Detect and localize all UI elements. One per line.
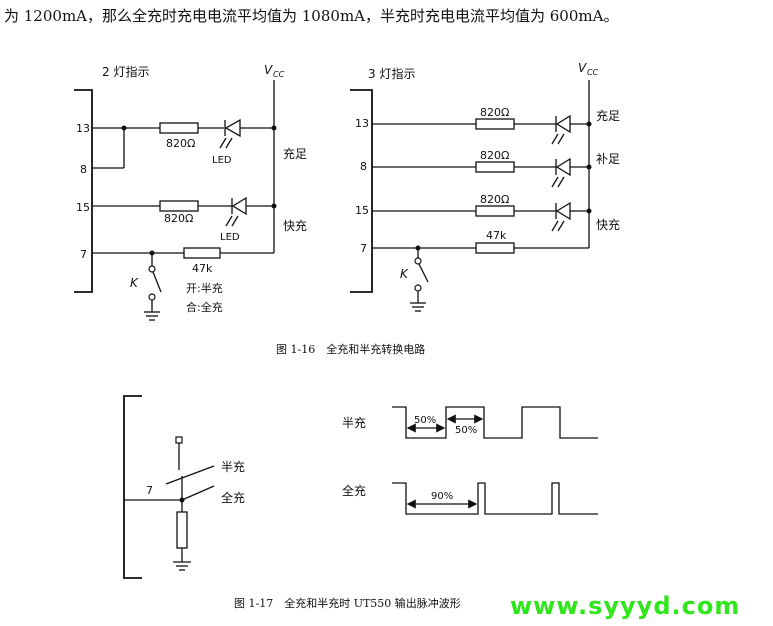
wave-pct-b: 50% (455, 425, 477, 436)
left-r1-label: 820Ω (166, 137, 195, 150)
fig16-left-circuit: 2 灯指示 V CC 13 8 15 7 820Ω (74, 63, 307, 321)
left-pin-15: 15 (76, 201, 90, 214)
right-full-label: 充足 (596, 108, 620, 123)
fig17-sw-full: 全充 (221, 490, 245, 505)
right-title: 3 灯指示 (368, 66, 415, 81)
left-resistor-3 (183, 247, 221, 259)
right-pin-7: 7 (360, 242, 367, 255)
left-chip-edge (74, 89, 93, 293)
right-resistor-1 (475, 118, 515, 130)
left-resistor-2 (159, 200, 199, 212)
left-fast-label: 快充 (283, 218, 307, 233)
left-r2-label: 820Ω (164, 212, 193, 225)
wave-pct-a: 50% (414, 415, 436, 426)
left-led-1-icon (224, 118, 241, 138)
fig17-resistor (176, 511, 188, 549)
watermark-text: www.syyyd.com (510, 592, 741, 620)
wave-full-trace (392, 482, 598, 515)
intro-text: 为 1200mA，那么全充时充电电流平均值为 1080mA，半充时充电电流平均值… (4, 7, 619, 25)
right-resistor-3 (475, 205, 515, 217)
right-led-2-icon (555, 157, 571, 177)
left-led-label-2: LED (220, 232, 240, 243)
right-supp-label: 补足 (596, 152, 620, 166)
wave-full-label: 全充 (342, 483, 366, 498)
fig17-waveforms: 半充 全充 50% 50% 90% (342, 406, 598, 515)
wave-half-trace (392, 406, 598, 439)
left-vcc: V (264, 63, 273, 77)
right-pin-8: 8 (360, 160, 367, 173)
left-resistor-1 (159, 122, 199, 134)
wave-half-label: 半充 (342, 415, 366, 430)
right-switch-label: K (400, 267, 409, 281)
right-vcc-sub: CC (587, 68, 599, 77)
left-vcc-sub: CC (273, 70, 285, 79)
right-resistor-4 (475, 242, 515, 254)
left-led-label-1: LED (212, 155, 232, 166)
left-title: 2 灯指示 (102, 64, 149, 79)
left-full-label: 充足 (283, 146, 307, 161)
left-pin-7: 7 (80, 248, 87, 261)
left-note-close: 合:全充 (186, 300, 223, 314)
right-r1-label: 820Ω (480, 106, 509, 119)
right-chip-edge (350, 89, 373, 293)
right-r4-label: 47k (486, 229, 507, 242)
right-r3-label: 820Ω (480, 193, 509, 206)
left-r3-label: 47k (192, 262, 213, 275)
left-note-open: 开:半充 (186, 281, 223, 295)
right-fast-label: 快充 (596, 217, 620, 232)
left-led-2-icon (231, 196, 247, 216)
fig17-sw-half: 半充 (221, 459, 245, 474)
left-pin-13: 13 (76, 122, 90, 135)
right-resistor-2 (475, 161, 515, 173)
fig16-caption: 图 1-16 全充和半充转换电路 (276, 343, 426, 356)
fig17-switch-lever (165, 465, 215, 485)
left-pin-8: 8 (80, 163, 87, 176)
right-led-3-icon (555, 201, 571, 221)
fig17-switch-circuit: 7 半充 全充 (123, 395, 245, 579)
left-switch-label: K (130, 276, 139, 290)
wave-pct-c: 90% (431, 491, 453, 502)
fig17-chip-edge (123, 395, 142, 579)
fig16-right-circuit: 3 灯指示 V CC 13 8 15 7 820Ω 充足 (350, 61, 620, 312)
right-pin-13: 13 (355, 117, 369, 130)
fig17-caption: 图 1-17 全充和半充时 UT550 输出脉冲波形 (234, 597, 461, 610)
right-r2-label: 820Ω (480, 149, 509, 162)
right-vcc: V (578, 61, 587, 75)
right-pin-15: 15 (355, 204, 369, 217)
fig17-pin-7: 7 (146, 484, 153, 497)
right-led-1-icon (555, 114, 571, 134)
